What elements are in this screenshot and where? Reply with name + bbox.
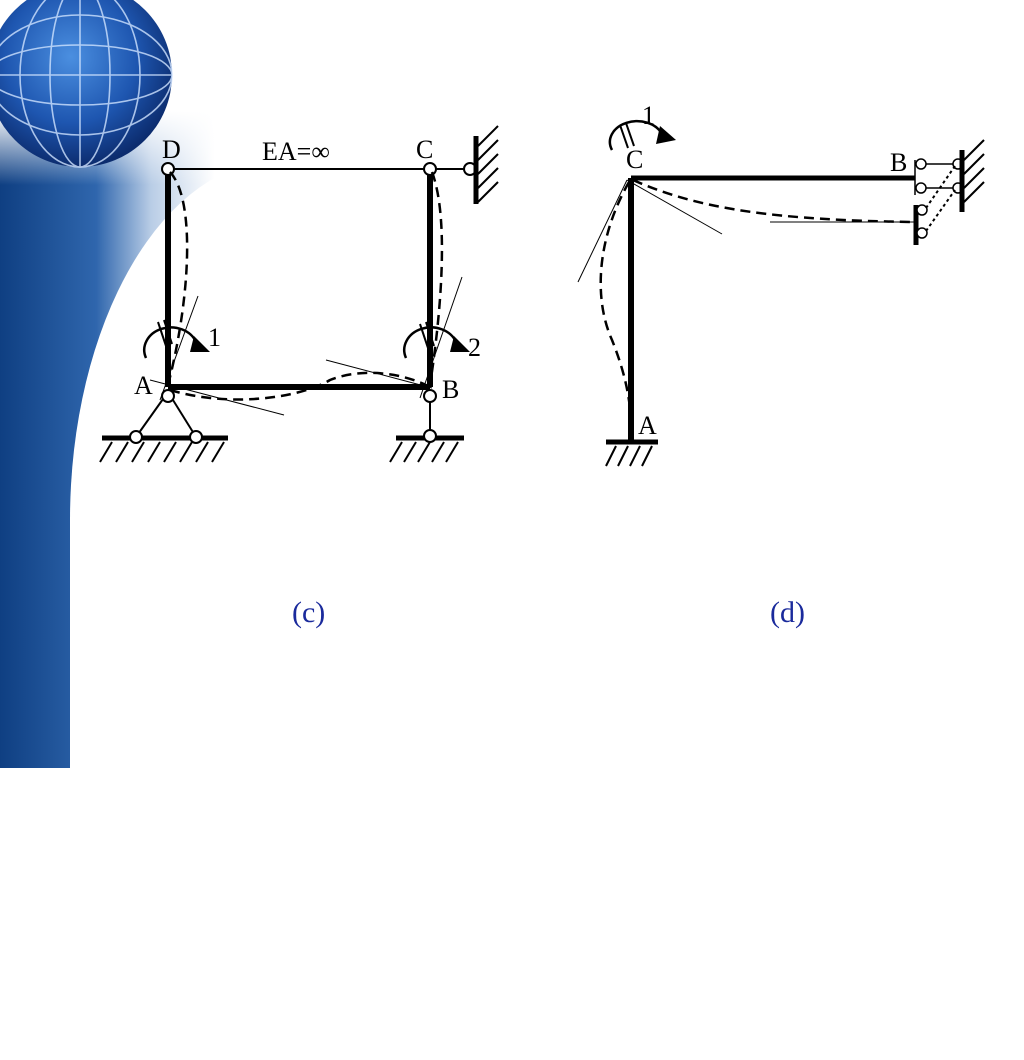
fixed-support-a <box>605 439 658 467</box>
stiffness-label: EA=∞ <box>262 137 330 166</box>
structural-diagrams: D C EA=∞ A B 1 2 (c) <box>99 101 985 629</box>
moment-label-1: 1 <box>208 323 221 352</box>
deflected-shape-c <box>166 171 444 401</box>
label-a-d: A <box>638 411 657 440</box>
diagram-d: C B A 1 (d) <box>577 101 985 629</box>
diagram-c: D C EA=∞ A B 1 2 (c) <box>99 125 499 629</box>
moment-arrow-1 <box>143 319 210 359</box>
deflected-shape-d <box>599 178 913 439</box>
label-a: A <box>134 371 153 400</box>
label-d: D <box>162 135 181 164</box>
caption-c: (c) <box>292 596 325 629</box>
hinge-c <box>423 162 437 176</box>
label-b-d: B <box>890 148 907 177</box>
moment-label-1-d: 1 <box>642 101 655 130</box>
moment-label-2: 2 <box>468 333 481 362</box>
moment-arrow-2 <box>403 321 470 359</box>
sliding-support-b <box>913 139 985 245</box>
moment-arrow-1-d <box>608 119 676 151</box>
tangent-lines-d <box>577 179 915 283</box>
caption-d: (d) <box>770 596 805 629</box>
label-c: C <box>416 135 433 164</box>
tangent-lines-c <box>149 276 463 416</box>
pin-support-a <box>99 389 228 463</box>
link-support-b <box>389 389 464 463</box>
label-b: B <box>442 375 459 404</box>
wall-support-c <box>473 125 499 204</box>
globe-icon <box>0 0 173 168</box>
label-c-d: C <box>626 145 643 174</box>
